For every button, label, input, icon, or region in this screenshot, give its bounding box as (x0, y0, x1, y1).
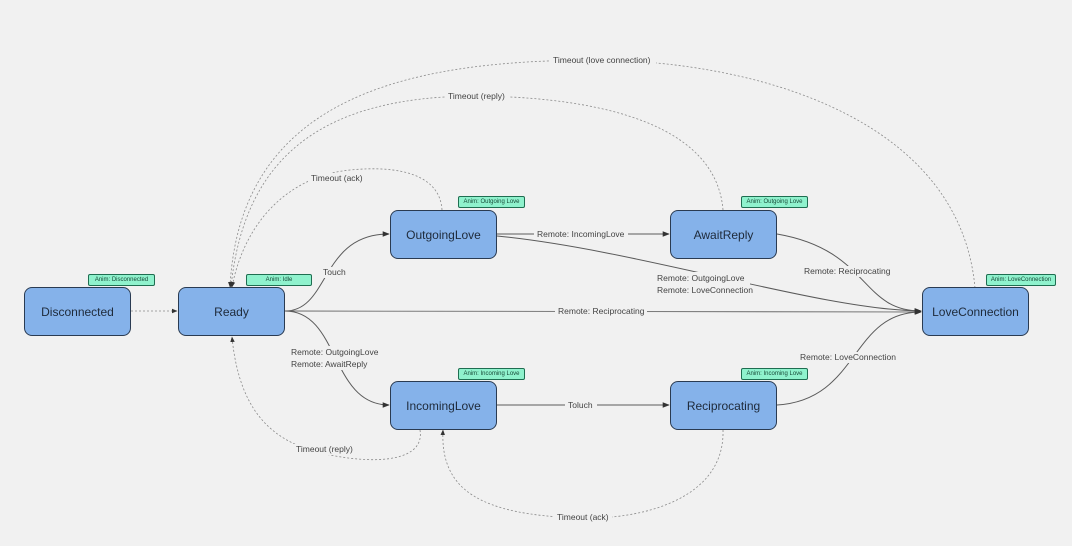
state-incoming-love-label: IncomingLove (406, 398, 481, 413)
state-incoming-love[interactable]: IncomingLove (390, 381, 497, 430)
tag-await-reply: Anim: Outgoing Love (741, 196, 808, 208)
label-toluch: Toluch (568, 400, 593, 410)
label-remote-await-reply: Remote: AwaitReply (291, 359, 368, 369)
tag-ready: Anim: Idle (246, 274, 312, 286)
label-remote-outgoing-love-bottom: Remote: OutgoingLove (291, 347, 379, 357)
state-outgoing-love-label: OutgoingLove (406, 227, 481, 242)
state-ready[interactable]: Ready (178, 287, 285, 336)
label-timeout-love-connection: Timeout (love connection) (553, 55, 651, 65)
label-timeout-ack-top: Timeout (ack) (311, 173, 363, 183)
tag-disconnected: Anim: Disconnected (88, 274, 155, 286)
label-remote-outgoing-love-top: Remote: OutgoingLove (657, 273, 745, 283)
label-timeout-ack-bottom: Timeout (ack) (557, 512, 609, 522)
edge-labels: Timeout (love connection) Timeout (reply… (288, 55, 899, 523)
state-disconnected[interactable]: Disconnected (24, 287, 131, 336)
state-love-connection[interactable]: LoveConnection (922, 287, 1029, 336)
edge-timeout-reply-top[interactable] (229, 95, 724, 288)
tag-love-connection: Anim: LoveConnection (986, 274, 1056, 286)
edge-awaitreply-to-loveconnection[interactable] (776, 233, 922, 314)
tag-reciprocating: Anim: Incoming Love (741, 368, 808, 380)
state-ready-label: Ready (214, 304, 249, 319)
label-timeout-reply-bottom: Timeout (reply) (296, 444, 353, 454)
state-reciprocating-label: Reciprocating (686, 398, 761, 413)
state-await-reply[interactable]: AwaitReply (670, 210, 777, 259)
edge-timeout-reply-bottom[interactable] (230, 336, 421, 461)
label-remote-love-connection-bottom: Remote: LoveConnection (800, 352, 896, 362)
edge-timeout-ack-bottom[interactable] (440, 429, 724, 519)
state-outgoing-love[interactable]: OutgoingLove (390, 210, 497, 259)
state-reciprocating[interactable]: Reciprocating (670, 381, 777, 430)
edge-timeout-ack-top[interactable] (230, 168, 443, 288)
state-await-reply-label: AwaitReply (693, 227, 754, 242)
label-timeout-reply-top: Timeout (reply) (448, 91, 505, 101)
state-love-connection-label: LoveConnection (932, 304, 1019, 319)
label-remote-reciprocating-mid: Remote: Reciprocating (558, 306, 645, 316)
label-remote-love-connection-top: Remote: LoveConnection (657, 285, 753, 295)
state-disconnected-label: Disconnected (41, 304, 114, 319)
tag-incoming-love: Anim: Incoming Love (458, 368, 525, 380)
label-remote-reciprocating-top: Remote: Reciprocating (804, 266, 891, 276)
label-remote-incoming-love: Remote: IncomingLove (537, 229, 625, 239)
tag-outgoing-love: Anim: Outgoing Love (458, 196, 525, 208)
label-touch: Touch (323, 267, 346, 277)
